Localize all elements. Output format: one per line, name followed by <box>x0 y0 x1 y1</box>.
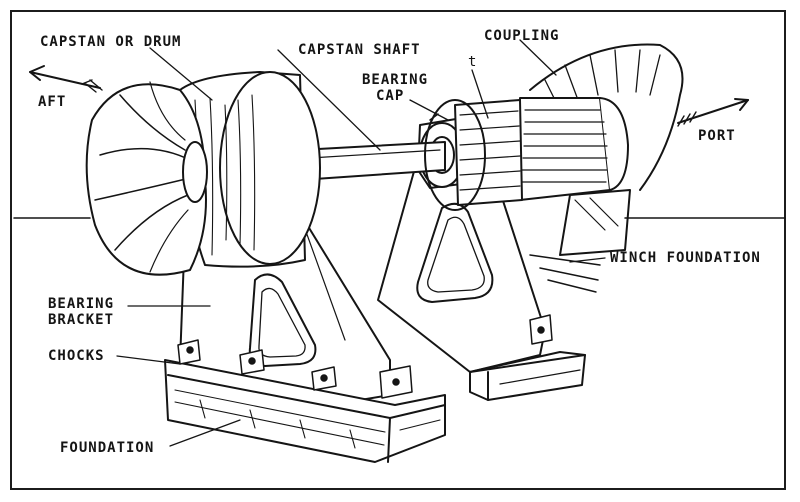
figure-border <box>10 10 786 490</box>
port-arrow <box>677 98 749 127</box>
coupling-housing <box>519 43 684 256</box>
label-bearing-bracket-line1: BEARING <box>48 296 115 312</box>
label-port: PORT <box>698 128 736 144</box>
aft-arrow <box>29 65 103 93</box>
label-bearing-cap-line1: BEARING <box>362 72 429 88</box>
label-capstan-shaft: CAPSTAN SHAFT <box>298 42 421 58</box>
rear-bearing-bracket <box>377 129 586 401</box>
label-coupling: COUPLING <box>484 28 560 44</box>
label-winch-foundation: WINCH FOUNDATION <box>610 250 761 266</box>
label-bearing-cap-line2: CAP <box>376 88 405 104</box>
label-t-marker: t <box>468 54 478 70</box>
label-capstan-or-drum: CAPSTAN OR DRUM <box>40 34 182 50</box>
label-bearing-bracket-line2: BRACKET <box>48 312 115 328</box>
capstan-drum <box>85 71 321 276</box>
deck-lines <box>13 217 786 293</box>
leader-lines <box>116 39 606 447</box>
capstan-shaft <box>299 99 523 211</box>
chocks <box>177 314 553 399</box>
foundation-block <box>164 359 446 463</box>
label-foundation: FOUNDATION <box>60 440 155 456</box>
label-chocks: CHOCKS <box>48 348 105 364</box>
label-aft: AFT <box>38 94 67 110</box>
